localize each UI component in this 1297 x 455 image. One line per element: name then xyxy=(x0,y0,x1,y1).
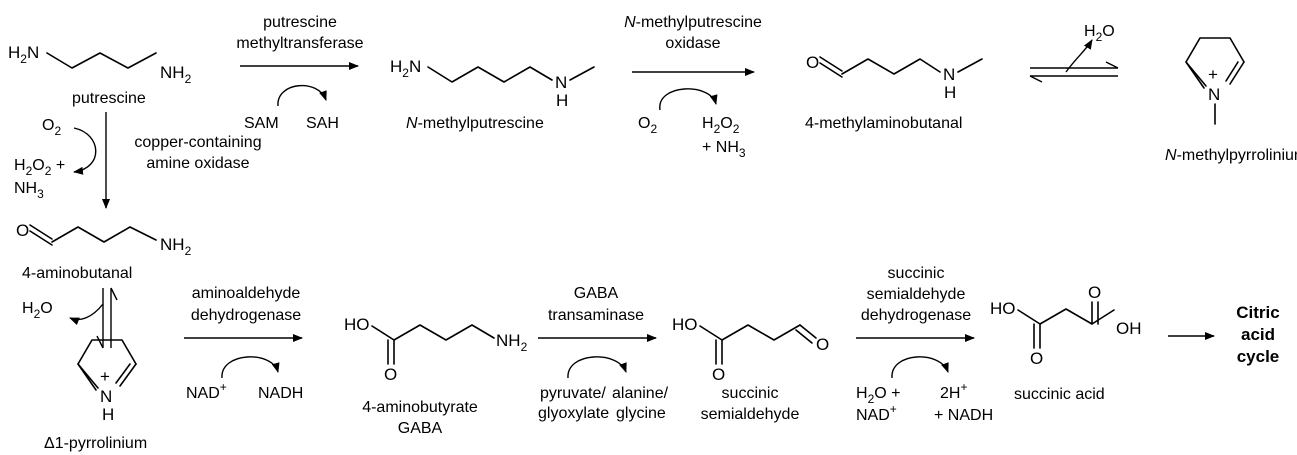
enzyme-ald-line2: dehydrogenase xyxy=(191,307,301,324)
citric-line1: Citric xyxy=(1236,303,1279,322)
svg-text:HO: HO xyxy=(990,299,1016,318)
cofactor-nad2: NAD+ xyxy=(856,402,897,424)
n-methylpyrrolinium-label: N-methylpyrrolinium xyxy=(1165,147,1297,164)
enzyme-cao-line1: copper-containing xyxy=(134,134,261,151)
svg-text:H: H xyxy=(102,405,114,424)
cofactor-h2o-top: H2O xyxy=(1084,23,1115,44)
svg-text:NH2: NH2 xyxy=(160,63,192,86)
aminobutanal-label: 4-aminobutanal xyxy=(22,265,132,282)
cofactor-pyruvate: pyruvate/ xyxy=(540,385,606,402)
svg-text:O: O xyxy=(1088,283,1101,302)
svg-text:O: O xyxy=(16,221,29,240)
svg-text:OH: OH xyxy=(1116,319,1142,338)
svg-text:O: O xyxy=(712,365,725,384)
svg-text:O: O xyxy=(384,365,397,384)
cofactor-nadh1: NADH xyxy=(258,385,303,402)
cofactor-h2o2-cao: H2O2 + xyxy=(14,157,65,178)
cofactor-o2: O2 xyxy=(638,115,657,136)
succinic-semialdehyde-label-line2: semialdehyde xyxy=(701,406,800,423)
enzyme-gaba-line2: transaminase xyxy=(548,307,644,324)
svg-text:H2N: H2N xyxy=(8,43,39,66)
cofactor-nadh2: + NADH xyxy=(934,407,993,424)
cofactor-glycine: glycine xyxy=(616,405,666,422)
svg-text:O: O xyxy=(816,335,829,354)
succinic-acid-label: succinic acid xyxy=(1014,386,1105,403)
n-methylputrescine-label: N-methylputrescine xyxy=(406,115,544,132)
gaba-structure: HO O NH2 xyxy=(344,315,528,384)
svg-text:H2N: H2N xyxy=(390,57,421,80)
citric-line3: cycle xyxy=(1237,347,1280,366)
n-methylpyrrolinium-structure: N + xyxy=(1185,37,1245,125)
succinic-semialdehyde-label-line1: succinic xyxy=(722,385,779,402)
succinic-acid-structure: HO O O OH xyxy=(990,283,1142,368)
gaba-label-line1: 4-aminobutyrate xyxy=(362,399,478,416)
methylaminobutanal-structure: O N H xyxy=(806,53,983,102)
cofactor-arrow-sam xyxy=(277,84,327,107)
n-methylputrescine-structure: H2N N H xyxy=(390,57,595,110)
enzyme-mpo-line1: N-methylputrescine xyxy=(624,14,762,31)
svg-text:N: N xyxy=(1208,85,1220,104)
enzyme-mpo-line2: oxidase xyxy=(665,35,720,52)
svg-text:HO: HO xyxy=(344,315,370,334)
putrescine-structure: H2N NH2 xyxy=(8,43,192,86)
cofactor-sam: SAM xyxy=(244,115,279,132)
svg-text:O: O xyxy=(806,53,819,72)
enzyme-cao-line2: amine oxidase xyxy=(146,155,249,172)
cofactor-arrow-o2 xyxy=(659,88,718,111)
svg-text:N: N xyxy=(100,387,112,406)
methylaminobutanal-label: 4-methylaminobutanal xyxy=(805,115,962,132)
cofactor-arrow-nad1 xyxy=(221,356,280,379)
cofactor-h2o2: H2O2 xyxy=(702,115,740,136)
cofactor-sah: SAH xyxy=(306,115,339,132)
cofactor-o2-cao: O2 xyxy=(42,117,61,138)
cofactor-2h: 2H+ xyxy=(940,380,967,402)
svg-text:H: H xyxy=(944,83,956,102)
svg-text:HO: HO xyxy=(672,315,698,334)
cofactor-nh3: + NH3 xyxy=(702,139,746,160)
enzyme-ssadh-line1: succinic xyxy=(888,265,945,282)
enzyme-pmt-line1: putrescine xyxy=(263,14,337,31)
cofactor-nh3-cao: NH3 xyxy=(14,180,44,201)
cofactor-arrow-pyruvate xyxy=(567,356,627,379)
svg-text:N: N xyxy=(555,73,567,92)
putrescine-label: putrescine xyxy=(72,90,146,107)
svg-text:+: + xyxy=(1208,65,1218,84)
aminobutanal-structure: O NH2 xyxy=(16,221,192,258)
enzyme-pmt-line2: methyltransferase xyxy=(236,35,363,52)
enzyme-ssadh-line2: semialdehyde xyxy=(867,286,966,303)
cofactor-alanine: alanine/ xyxy=(612,385,669,402)
pyrrolinium-label: Δ1-pyrrolinium xyxy=(44,435,147,452)
cofactor-nad1: NAD+ xyxy=(186,380,227,402)
svg-text:NH2: NH2 xyxy=(160,235,192,258)
cofactor-arrow-nad2 xyxy=(891,356,949,379)
citric-line2: acid xyxy=(1241,325,1275,344)
svg-text:+: + xyxy=(100,367,110,386)
pyrrolinium-structure: N + H xyxy=(77,339,137,424)
svg-text:H: H xyxy=(556,91,568,110)
enzyme-ald-line1: aminoaldehyde xyxy=(192,285,301,302)
cofactor-arrow-h2o-top xyxy=(1065,39,1093,73)
enzyme-ssadh-line3: dehydrogenase xyxy=(861,307,971,324)
cofactor-arrow-h2o-left xyxy=(69,303,104,326)
svg-text:NH2: NH2 xyxy=(496,331,528,354)
cofactor-h2o-left: H2O xyxy=(22,300,53,321)
cofactor-arrow-o2-cao xyxy=(73,127,97,175)
gaba-label-line2: GABA xyxy=(398,420,443,437)
svg-text:N: N xyxy=(943,65,955,84)
enzyme-gaba-line1: GABA xyxy=(574,285,619,302)
svg-text:O: O xyxy=(1030,349,1043,368)
cofactor-h2o-plus: H2O + xyxy=(856,385,901,406)
cofactor-glyoxylate: glyoxylate xyxy=(538,405,609,422)
succinic-semialdehyde-structure: HO O O xyxy=(672,315,829,384)
